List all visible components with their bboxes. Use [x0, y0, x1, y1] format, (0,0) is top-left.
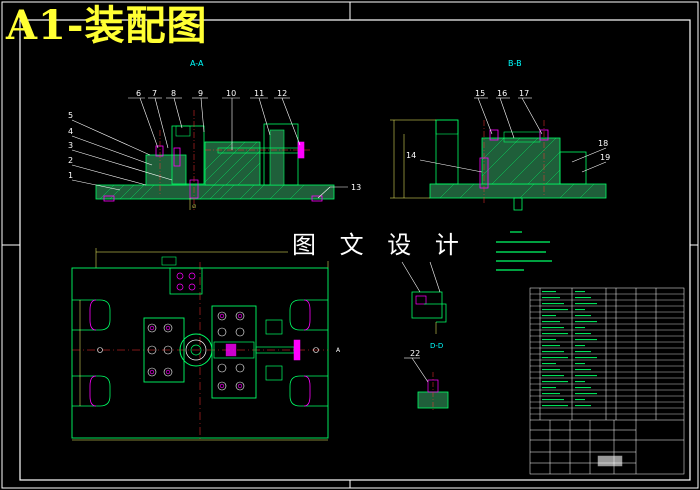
balloon-16: 16	[497, 89, 507, 98]
technical-notes	[496, 231, 552, 271]
parts-list-rows	[530, 293, 684, 415]
balloon-2: 2	[68, 156, 73, 165]
balloon-6: 6	[136, 89, 141, 98]
title-block	[530, 419, 684, 474]
detail-view-dd: D-D 22	[404, 342, 449, 412]
side-balloons: 15 16 17 14 18 19	[406, 89, 610, 162]
balloon-22: 22	[410, 349, 420, 358]
front-section-label: A-A	[190, 59, 204, 68]
balloon-7: 7	[152, 89, 157, 98]
inner-frame	[19, 19, 691, 481]
svg-text:∅: ∅	[192, 204, 196, 210]
balloon-12: 12	[277, 89, 287, 98]
balloon-1: 1	[68, 171, 73, 180]
side-section-view: B-B	[390, 59, 607, 211]
balloon-4: 4	[68, 127, 73, 136]
drawing-title: A1-装配图	[6, 2, 208, 49]
balloon-17: 17	[519, 89, 529, 98]
top-view: A	[71, 248, 341, 441]
detail-section-label: D-D	[430, 342, 443, 350]
balloon-5: 5	[68, 111, 73, 120]
balloon-13: 13	[351, 183, 361, 192]
side-section-label: B-B	[508, 59, 522, 68]
front-section-view: A-A	[95, 59, 335, 210]
side-leader-lines	[419, 97, 607, 173]
balloon-9: 9	[198, 89, 203, 98]
balloon-10: 10	[226, 89, 236, 98]
balloon-18: 18	[598, 139, 608, 148]
balloon-11: 11	[254, 89, 264, 98]
detail-view-upper	[401, 261, 447, 334]
balloon-19: 19	[600, 153, 610, 162]
front-balloons: 6 7 8 9 10 11 12 5 4 3 2 1 13	[68, 89, 361, 192]
balloon-14: 14	[406, 151, 416, 160]
balloon-8: 8	[171, 89, 176, 98]
balloon-3: 3	[68, 141, 73, 150]
parts-list-entries	[542, 291, 597, 407]
balloon-15: 15	[475, 89, 485, 98]
watermark-text: 图 文 设 计	[288, 229, 471, 261]
front-leader-lines	[71, 97, 348, 199]
top-view-label: A	[336, 347, 341, 354]
